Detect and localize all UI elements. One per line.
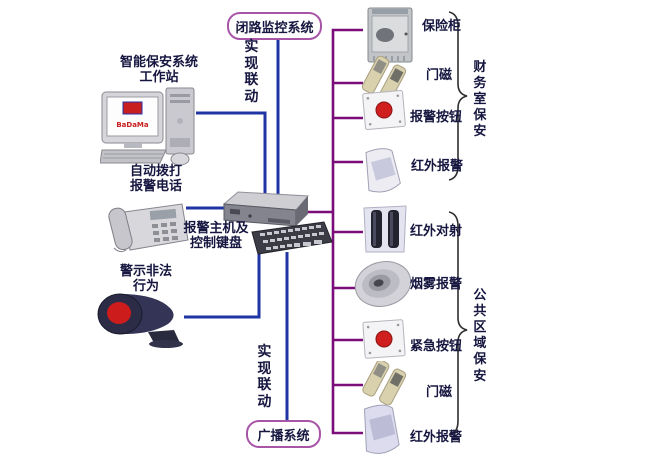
- alarm-host-label: 报警主机及 控制键盘: [183, 221, 249, 252]
- wire-siren-to-host: [184, 252, 261, 319]
- linkage-note-bottom: 实现联动: [257, 344, 272, 410]
- group-label-finance: 财务室保安: [473, 60, 487, 140]
- device-label-smoke: 烟雾报警: [410, 277, 463, 292]
- cctv-system-box: 闭路监控系统: [227, 12, 322, 40]
- alarm-button-icon: [360, 88, 408, 132]
- siren-label: 警示非法 行为: [119, 264, 172, 295]
- door-magnet-icon: [356, 359, 412, 406]
- brace-public-group: [448, 211, 468, 436]
- linkage-note-top: 实现联动: [244, 39, 259, 105]
- group-label-public: 公共区域保安: [473, 288, 487, 384]
- device-label-safe: 保险柜: [422, 19, 462, 34]
- safe-icon: [366, 6, 414, 64]
- pir-detector-icon: [358, 146, 406, 196]
- workstation-computer-icon: BaDaMa: [99, 86, 202, 166]
- cctv-system-label: 闭路监控系统: [235, 20, 314, 36]
- device-label-pir-2: 红外报警: [410, 430, 463, 445]
- siren-icon: [94, 292, 188, 348]
- device-label-door-magnet-1: 门磁: [426, 68, 453, 83]
- wire-computer-to-host: [196, 111, 267, 202]
- smoke-detector-icon: [352, 256, 414, 312]
- brace-finance-group: [448, 11, 468, 181]
- phone-label: 自动拨打 报警电话: [129, 164, 182, 195]
- workstation-label: 智能保安系统 工作站: [119, 55, 198, 86]
- monitor-logo-text: BaDaMa: [116, 121, 149, 129]
- pir-detector-icon: [356, 402, 406, 458]
- device-label-emergency-button: 紧急按钮: [410, 339, 463, 354]
- broadcast-system-box: 广播系统: [246, 420, 321, 448]
- beam-detector-icon: [360, 204, 410, 254]
- broadcast-system-label: 广播系统: [257, 428, 310, 444]
- device-label-door-magnet-2: 门磁: [426, 385, 453, 400]
- emergency-button-icon: [360, 316, 408, 362]
- device-label-pir-1: 红外报警: [411, 159, 464, 174]
- telephone-icon: [108, 196, 190, 256]
- device-label-beam: 红外对射: [410, 224, 463, 239]
- device-label-alarm-button: 报警按钮: [410, 110, 463, 125]
- control-keypad-icon: [246, 220, 334, 256]
